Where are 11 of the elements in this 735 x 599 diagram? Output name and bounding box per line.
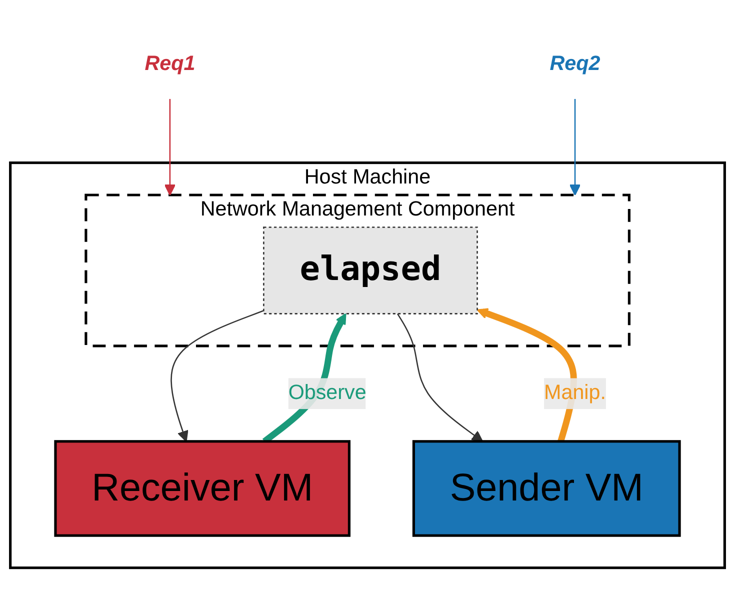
node-box: Receiver VM: [54, 440, 350, 537]
arrow: [396, 313, 484, 442]
node-text: Req1: [144, 53, 196, 76]
arrow: [569, 98, 581, 196]
edge-label: Observe: [288, 382, 366, 404]
node-box: elapsed: [263, 226, 478, 314]
node-box: Sender VM: [412, 440, 681, 537]
node-text: Req2: [550, 53, 600, 76]
arrow: [164, 98, 176, 196]
edge-label: Manip.: [544, 382, 606, 404]
arrow: [170, 310, 264, 442]
